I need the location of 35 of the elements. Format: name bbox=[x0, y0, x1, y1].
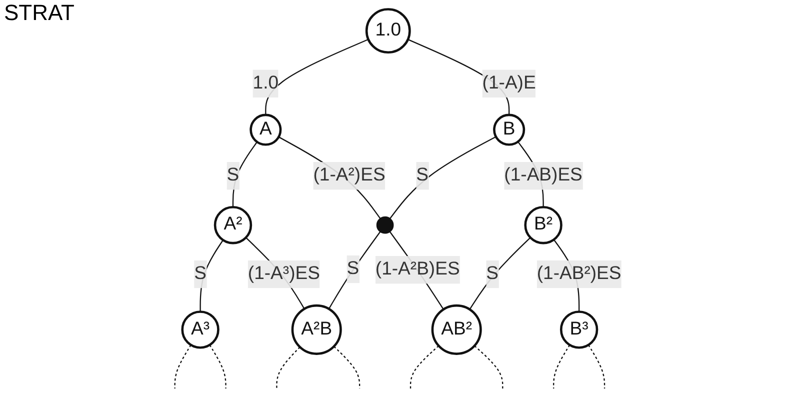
connector bbox=[588, 344, 606, 389]
connector bbox=[474, 345, 504, 389]
connector bbox=[410, 345, 440, 389]
heading-fragment: STRAT bbox=[4, 0, 74, 26]
connector bbox=[334, 346, 360, 389]
edge-label: S bbox=[226, 165, 240, 186]
connector bbox=[209, 344, 226, 389]
connector bbox=[174, 344, 192, 389]
connector bbox=[276, 346, 300, 389]
edge-label: S bbox=[194, 264, 206, 284]
edge-label: S bbox=[416, 165, 429, 186]
node-circle: A³ bbox=[181, 310, 220, 349]
edge-label: 1.0 bbox=[252, 73, 279, 93]
edge-label: (1-A²B)ES bbox=[375, 259, 460, 280]
edge-label: (1-AB)ES bbox=[504, 165, 582, 186]
connector bbox=[389, 136, 496, 219]
node-circle: A²B bbox=[291, 304, 342, 355]
node-circle bbox=[376, 216, 394, 234]
node-circle: AB² bbox=[431, 304, 482, 355]
edge-label: (1-A)E bbox=[482, 73, 536, 93]
node-circle: A bbox=[250, 114, 282, 146]
node-circle: A² bbox=[214, 206, 252, 244]
edge-label: S bbox=[486, 264, 499, 284]
edge-label: (1-AB²)ES bbox=[536, 264, 622, 284]
node-circle: B² bbox=[524, 206, 562, 244]
connector bbox=[265, 38, 369, 115]
edge-label: S bbox=[346, 258, 360, 278]
node-circle: 1.0 bbox=[365, 8, 411, 54]
node-circle: B³ bbox=[560, 310, 598, 349]
connector bbox=[469, 237, 531, 310]
node-circle: B bbox=[493, 114, 526, 146]
edge-label: (1-A²)ES bbox=[313, 165, 386, 186]
connector bbox=[328, 231, 381, 310]
connector bbox=[553, 344, 570, 389]
edge-label: (1-A³)ES bbox=[248, 264, 320, 284]
